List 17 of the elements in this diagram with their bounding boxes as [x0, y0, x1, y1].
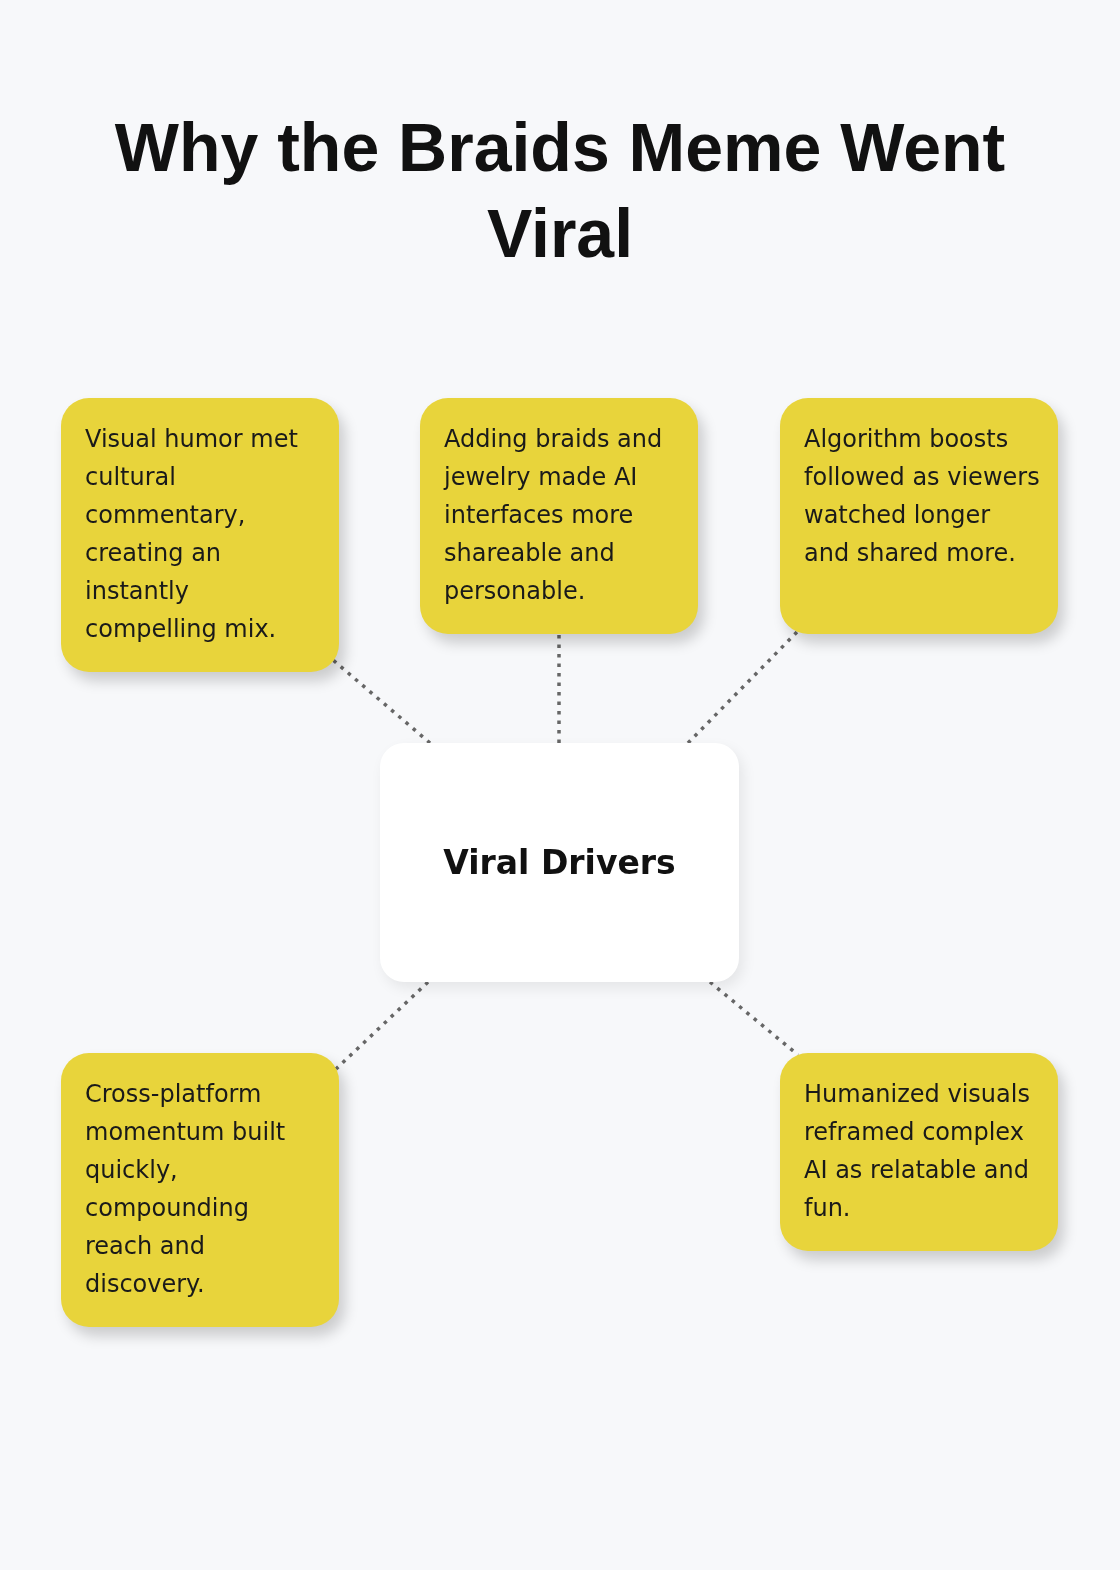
driver-text: Algorithm boosts followed as viewers watched longer and shared more. [804, 424, 1041, 569]
dotted-connector [334, 980, 430, 1071]
driver-text: Humanized visuals reframed complex AI as relatable and fun. [804, 1079, 1031, 1224]
driver-box [780, 398, 1058, 634]
title: Why the Braids Meme Went Viral [113, 108, 1007, 273]
driver-box [61, 1053, 339, 1327]
driver-box [780, 1053, 1058, 1251]
dotted-connector [331, 658, 432, 745]
driver-text: Adding braids and jewelry made AI interfaces more shareable and personable. [444, 424, 664, 607]
driver-text: Visual humor met cultural commentary, creating an instantly compelling mix. [85, 424, 299, 645]
dotted-connector [686, 630, 799, 745]
driver-box [420, 398, 698, 634]
hub-box [380, 743, 739, 982]
driver-box [61, 398, 339, 672]
driver-text: Cross-platform momentum built quickly, compounding reach and discovery. [85, 1079, 287, 1300]
dotted-connector [557, 634, 561, 743]
hub-label: Viral Drivers [443, 843, 676, 882]
